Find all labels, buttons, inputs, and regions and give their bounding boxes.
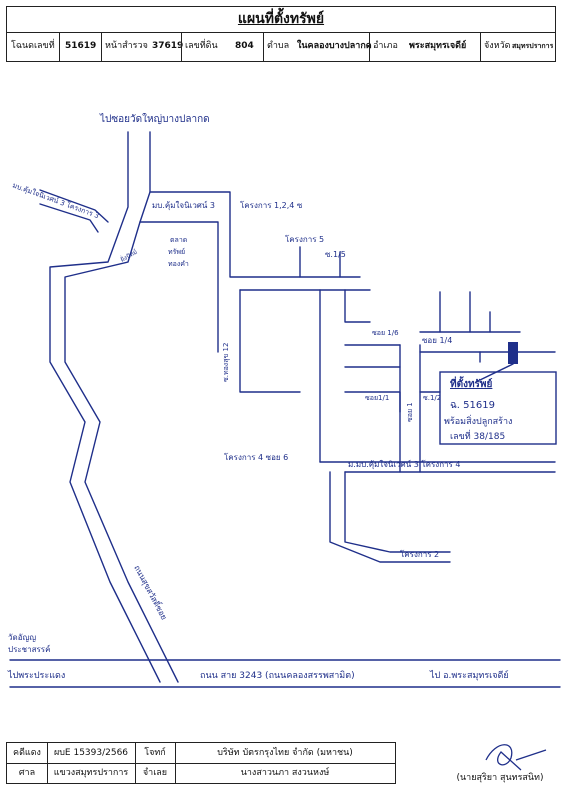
label-soi11: ซอย1/1 (365, 394, 389, 402)
divider (47, 743, 48, 783)
survey-number: 37619 (152, 41, 184, 51)
case-number: ผบE 15393/2566 (53, 748, 129, 758)
divider (480, 32, 481, 62)
road-project2 (344, 471, 451, 553)
case-row-1: คดีแดง ผบE 15393/2566 โจทก์ บริษัท บัตรก… (7, 743, 395, 764)
court-label: ศาล (18, 768, 36, 778)
defendant-name: นางสาวนภา สงวนหงษ์ (240, 768, 330, 778)
label-main-road: ถนน สาย 3243 (ถนนคลองสรรพสามิต) (200, 670, 355, 681)
subdistrict-label: ตำบล (267, 41, 290, 51)
label-market3: ทองคำ (168, 260, 189, 268)
signature-mark (485, 744, 547, 771)
label-soi15: ซ.1/5 (325, 250, 346, 259)
road-mb-khum-left-edge (39, 203, 99, 233)
location-map: ไปซอยวัดใหญ่บางปลากด มบ.คุ้มใจนิเวศน์ 3 … (7, 113, 561, 688)
case-row-2: ศาล แขวงสมุทรปราการ จำเลย นางสาวนภา สงวน… (7, 763, 395, 783)
deed-label: โฉนดเลขที่ (11, 41, 55, 51)
road-project2-edge (329, 471, 451, 563)
defendant-role: จำเลย (142, 768, 168, 778)
district-label: อำเภอ (373, 41, 398, 51)
divider (135, 743, 136, 783)
label-to-bottom-right: ไป อ.พระสมุทรเจดีย์ (429, 669, 509, 681)
label-project2: โครงการ 2 (400, 549, 439, 559)
divider (59, 32, 60, 62)
property-pointer (479, 363, 514, 381)
plaintiff-name: บริษัท บัตรกรุงไทย จำกัด (มหาชน) (217, 748, 353, 758)
plaintiff-role: โจทก์ (144, 748, 166, 758)
property-plot-marker (508, 342, 518, 364)
deed-number: 51619 (65, 41, 97, 51)
label-project4-soi6: โครงการ 4 ซอย 6 (224, 452, 288, 462)
label-wat-bottom2: ประชาสรรค์ (8, 644, 50, 654)
divider (369, 32, 370, 62)
label-wat-bottom1: วัดอัญญ (8, 633, 36, 642)
label-project-124: โครงการ 1,2,4 ซ (240, 200, 303, 210)
road-mb-khum-left (39, 189, 109, 223)
label-property-title: ที่ตั้งทรัพย์ (450, 376, 493, 390)
road-grid-v3 (344, 289, 371, 323)
label-property-deed: ฉ. 51619 (450, 400, 495, 411)
signatory-name: (นายสุริยา สุนทรสนิท) (456, 773, 544, 783)
label-road-vertical: ถนนสุขสวัสดิ์ซอย (132, 563, 170, 622)
divider (101, 32, 102, 62)
label-mb-khum-project4: ม.มบ.คุ้มใจนิเวศน์ 3 โครงการ 4 (348, 459, 460, 469)
province-label: จังหวัด (484, 41, 511, 51)
label-soi1: ซอย 1 (406, 402, 414, 422)
divider (175, 743, 176, 783)
road-mb-khum-top (149, 191, 361, 278)
divider (181, 32, 182, 62)
label-mb-khum-left: มบ.คุ้มใจนิเวศน์ 3 โครงการ 3 (11, 180, 100, 220)
label-to-bottom-left: ไปพระประแดง (7, 670, 65, 681)
label-soi14: ซอย 1/4 (422, 336, 452, 345)
case-info-table: คดีแดง ผบE 15393/2566 โจทก์ บริษัท บัตรก… (6, 742, 396, 784)
subdistrict-value: ในคลองบางปลากด (297, 41, 372, 51)
road-wat-yai-edge (64, 131, 179, 683)
road-mb-khum-top-edge (139, 221, 219, 353)
label-to-road-top: ไปซอยวัดใหญ่บางปลากด (99, 113, 210, 125)
label-project5: โครงการ 5 (285, 234, 324, 244)
label-property-house: เลขที่ 38/185 (450, 429, 505, 442)
case-label: คดีแดง (13, 748, 41, 758)
road-grid-v1 (239, 289, 301, 393)
header-info-row: โฉนดเลขที่ 51619 หน้าสำรวจ 37619 เลขที่ด… (7, 32, 555, 61)
land-number: 804 (235, 41, 254, 51)
survey-label: หน้าสำรวจ (105, 41, 148, 51)
label-market1: ตลาด (170, 236, 187, 244)
label-soi-vertical-left: ซ.ทองสุข 12 (222, 343, 230, 382)
district-value: พระสมุทรเจดีย์ (409, 41, 467, 51)
land-label: เลขที่ดิน (185, 41, 218, 51)
divider (263, 32, 264, 62)
court-name: แขวงสมุทรปราการ (53, 768, 129, 778)
label-soi16: ซอย 1/6 (372, 329, 399, 337)
header-title: แผนที่ตั้งทรัพย์ (7, 7, 555, 33)
label-property-desc: พร้อมสิ่งปลูกสร้าง (444, 414, 512, 427)
road-wat-yai (49, 131, 161, 683)
label-mb-khum-top: มบ.คุ้มใจนิเวศน์ 3 (152, 200, 215, 210)
label-soi12: ซ.1/2 (423, 394, 441, 402)
property-header: แผนที่ตั้งทรัพย์ โฉนดเลขที่ 51619 หน้าสำ… (6, 6, 556, 62)
label-market2: ทรัพย์ (168, 248, 185, 256)
province-value: สมุทรปราการ (512, 42, 554, 50)
